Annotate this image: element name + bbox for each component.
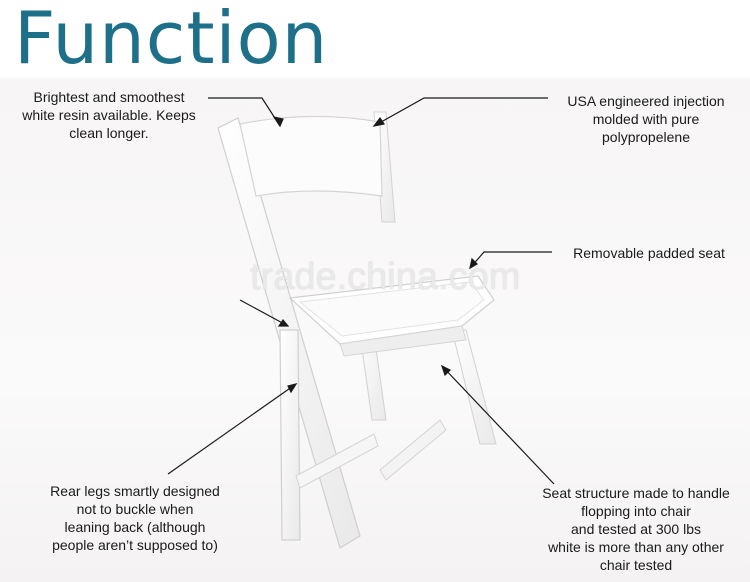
note-bottom-left: Rear legs smartly designed not to buckle… <box>50 483 220 553</box>
note-mid-right: Removable padded seat <box>573 245 725 261</box>
note-top-left: Brightest and smoothest white resin avai… <box>22 89 196 141</box>
note-bottom-right: Seat structure made to handle flopping i… <box>542 485 730 573</box>
watermark-text: trade.china.com <box>250 256 521 298</box>
note-top-right: USA engineered injection molded with pur… <box>567 93 725 145</box>
page-title: Function <box>14 0 329 80</box>
